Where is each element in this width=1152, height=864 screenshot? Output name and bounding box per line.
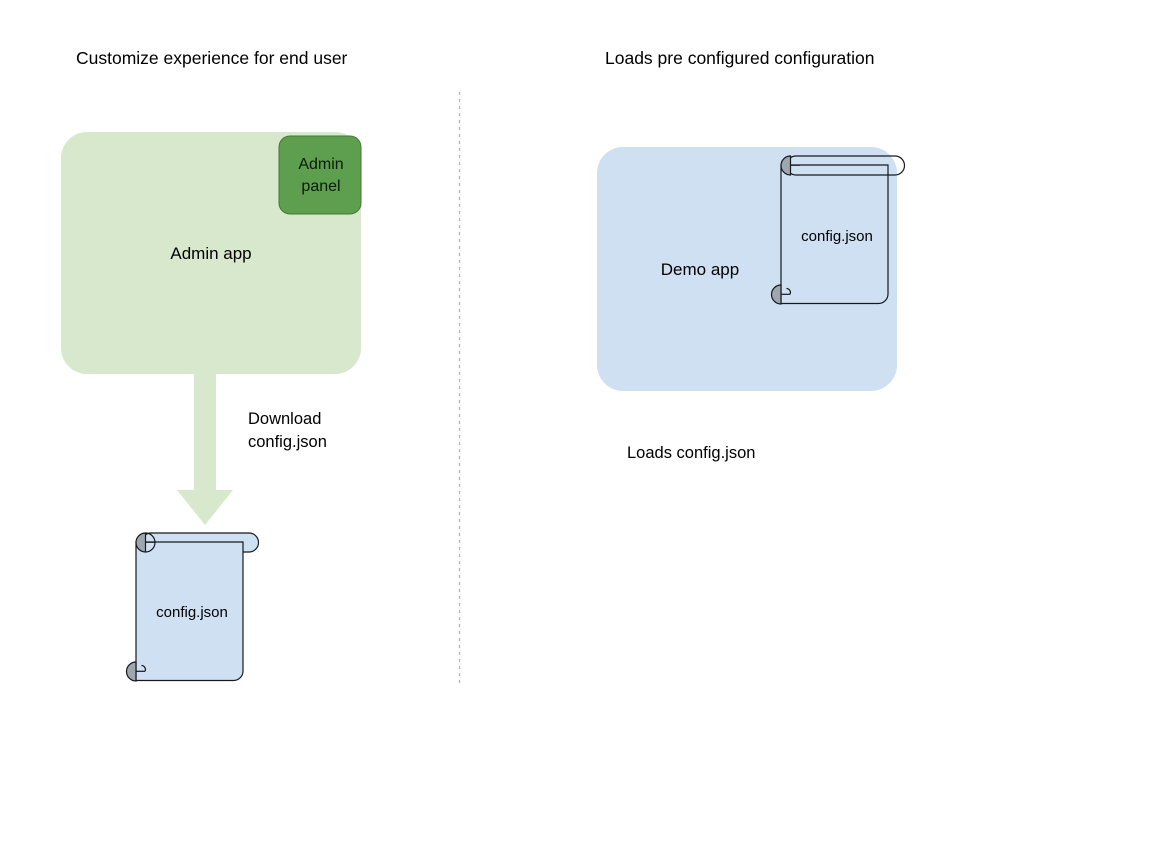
download-arrow-label: Download config.json <box>248 408 327 454</box>
loads-config-caption: Loads config.json <box>627 444 756 462</box>
admin-panel-box <box>278 135 362 215</box>
left-config-document-label: config.json <box>156 604 228 621</box>
download-arrow <box>177 360 233 525</box>
demo-app-box <box>597 147 897 391</box>
admin-panel-label: Admin panel <box>281 154 361 198</box>
download-arrow-label-line2: config.json <box>248 432 327 451</box>
admin-panel-label-line1: Admin <box>298 156 344 173</box>
left-config-document <box>125 532 260 682</box>
admin-app-label: Admin app <box>170 244 252 263</box>
right-config-document <box>770 155 906 305</box>
demo-app-label: Demo app <box>660 260 740 279</box>
admin-panel-label-line2: panel <box>301 178 341 196</box>
download-arrow-label-line1: Download <box>248 410 322 428</box>
right-section-title: Loads pre configured configuration <box>605 48 875 68</box>
right-config-document-label: config.json <box>801 228 873 245</box>
left-section-title: Customize experience for end user <box>76 48 348 68</box>
